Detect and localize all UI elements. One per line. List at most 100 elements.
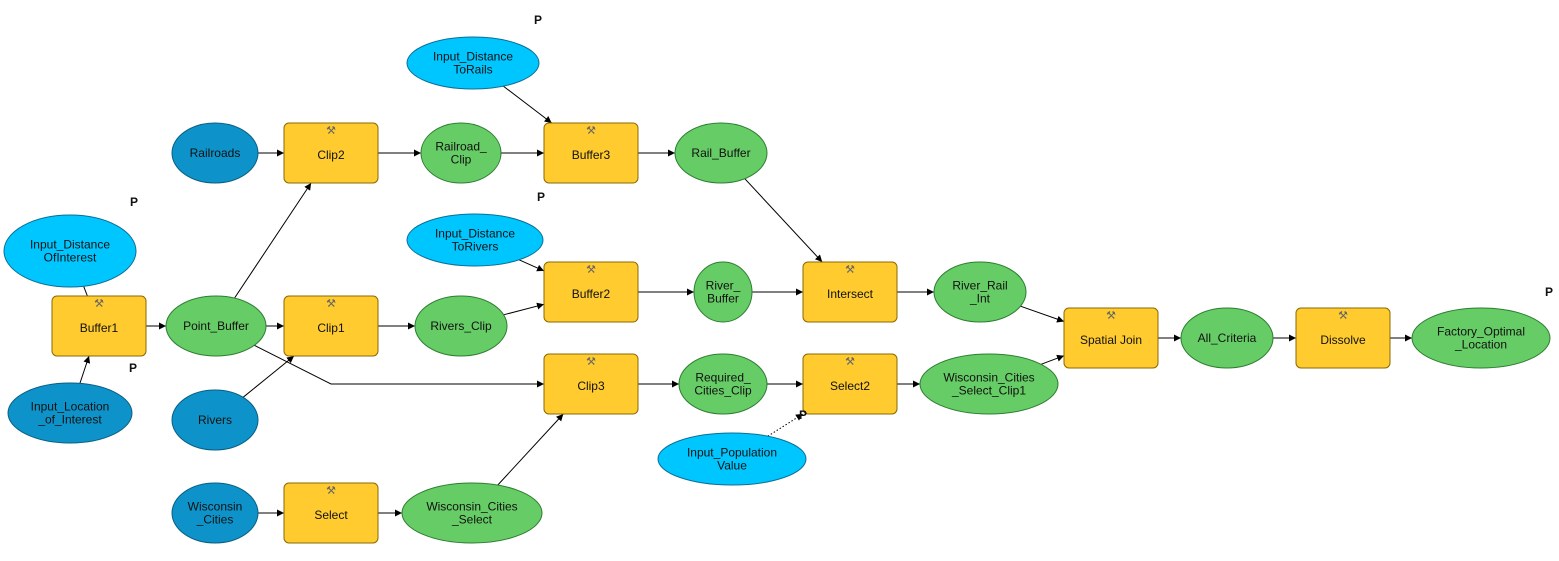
tool-node-buffer3[interactable]: ⚒Buffer3 <box>543 122 639 184</box>
data-node-wisconsin-cities[interactable]: Wisconsin_Cities <box>171 482 259 544</box>
data-node-wisconsin-cities-select[interactable]: Wisconsin_Cities_Select <box>401 482 543 544</box>
node-label: Clip <box>451 153 472 167</box>
connector-input-location-of-interest-to-buffer1[interactable] <box>79 355 91 384</box>
parameter-marker: P <box>129 361 137 375</box>
node-label: _Select_Clip1 <box>951 384 1026 398</box>
data-ellipse[interactable] <box>1180 307 1274 369</box>
data-ellipse[interactable] <box>401 482 543 544</box>
data-ellipse[interactable] <box>171 389 259 451</box>
tool-box[interactable] <box>1295 307 1391 369</box>
tool-box[interactable] <box>802 261 898 323</box>
tool-box[interactable] <box>802 353 898 415</box>
tool-node-clip3[interactable]: ⚒Clip3 <box>543 353 639 415</box>
node-label: ToRails <box>453 63 492 77</box>
parameter-marker: P <box>799 408 807 422</box>
data-node-factory-optimal-location[interactable]: Factory_Optimal_Location P <box>1411 285 1553 369</box>
connections-layer <box>79 85 1412 517</box>
data-ellipse[interactable] <box>165 295 267 357</box>
data-ellipse[interactable] <box>406 213 544 267</box>
data-ellipse[interactable] <box>678 353 768 415</box>
data-ellipse[interactable] <box>414 295 508 357</box>
connector-wisconsin-cities-select-clip1-to-spatial-join[interactable] <box>1040 354 1065 365</box>
node-label: Rivers_Clip <box>430 319 492 333</box>
tool-box[interactable] <box>283 482 379 544</box>
data-ellipse[interactable] <box>674 122 768 184</box>
data-node-rail-buffer[interactable]: Rail_Buffer <box>674 122 768 184</box>
tool-box[interactable] <box>283 122 379 184</box>
data-node-required-cities-clip[interactable]: Required_Cities_Clip <box>678 353 768 415</box>
node-label: Intersect <box>827 287 874 301</box>
data-node-all-criteria[interactable]: All_Criteria <box>1180 307 1274 369</box>
tool-box[interactable] <box>283 295 379 357</box>
data-node-rivers[interactable]: Rivers <box>171 389 259 451</box>
data-node-railroad-clip[interactable]: Railroad_Clip <box>420 122 502 184</box>
parameter-marker: P <box>1545 285 1553 299</box>
node-label: Input_Distance <box>30 238 110 252</box>
tool-node-dissolve[interactable]: ⚒Dissolve <box>1295 307 1391 369</box>
data-node-rivers-clip[interactable]: Rivers_Clip <box>414 295 508 357</box>
connector-rail-buffer-to-intersect[interactable] <box>744 178 823 263</box>
connector-point-buffer-to-clip2[interactable] <box>234 182 312 299</box>
node-label: _Int <box>969 292 991 306</box>
data-node-railroads[interactable]: Railroads <box>171 122 259 184</box>
data-ellipse[interactable] <box>693 261 753 323</box>
tool-box[interactable] <box>1063 307 1159 369</box>
tool-node-select[interactable]: ⚒Select <box>283 482 379 544</box>
hammer-icon: ⚒ <box>326 297 336 310</box>
node-label: Wisconsin_Cities <box>943 371 1034 385</box>
parameter-marker: P <box>537 190 545 204</box>
data-ellipse[interactable] <box>1411 307 1551 369</box>
data-ellipse[interactable] <box>933 261 1027 323</box>
tool-node-spatial-join[interactable]: ⚒ Spatial Join <box>1063 307 1159 369</box>
node-label: Factory_Optimal <box>1437 325 1525 339</box>
node-label: Input_Population <box>687 446 777 460</box>
node-label: OfInterest <box>44 251 97 265</box>
connector-input-population-value-to-select2[interactable] <box>767 413 804 437</box>
data-ellipse[interactable] <box>420 122 502 184</box>
connector-input-distance-torivers-to-buffer2[interactable] <box>518 259 545 272</box>
node-label: Buffer <box>707 292 739 306</box>
data-ellipse[interactable] <box>171 122 259 184</box>
connector-rivers-clip-to-buffer2[interactable] <box>503 302 545 316</box>
connector-point-buffer-to-clip3[interactable] <box>254 344 544 388</box>
hammer-icon: ⚒ <box>1106 309 1116 322</box>
data-ellipse[interactable] <box>7 382 133 444</box>
connector-input-distance-torails-to-buffer3[interactable] <box>502 85 553 124</box>
tool-node-clip1[interactable]: ⚒Clip1 <box>283 295 379 357</box>
data-node-wisconsin-cities-select-clip1[interactable]: Wisconsin_Cities_Select_Clip1 <box>919 353 1059 415</box>
data-node-river-buffer[interactable]: River_Buffer <box>693 261 753 323</box>
node-label: Input_Distance <box>433 50 513 64</box>
data-ellipse[interactable] <box>657 432 807 486</box>
connector-rivers-to-clip1[interactable] <box>242 355 295 398</box>
data-ellipse[interactable] <box>171 482 259 544</box>
node-label: Point_Buffer <box>183 319 249 333</box>
node-label: Spatial Join <box>1080 333 1142 347</box>
tool-node-clip2[interactable]: ⚒Clip2 <box>283 122 379 184</box>
data-ellipse[interactable] <box>406 36 540 90</box>
connector-input-distance-ofinterest-to-buffer1[interactable] <box>83 286 88 297</box>
node-label: Input_Distance <box>435 227 515 241</box>
data-node-river-rail-int[interactable]: River_Rail_Int <box>933 261 1027 323</box>
data-ellipse[interactable] <box>3 214 137 288</box>
tool-box[interactable] <box>543 353 639 415</box>
node-label: Railroads <box>190 146 241 160</box>
tool-box[interactable] <box>543 122 639 184</box>
tool-node-buffer1[interactable]: ⚒Buffer1 <box>51 295 147 357</box>
tool-box[interactable] <box>51 295 147 357</box>
connector-wisconsin-cities-select-to-clip3[interactable] <box>497 413 564 486</box>
tool-box[interactable] <box>543 261 639 323</box>
node-label: _Location <box>1454 338 1507 352</box>
data-node-point-buffer[interactable]: Point_Buffer <box>165 295 267 357</box>
connector-river-rail-int-to-spatial-join[interactable] <box>1020 305 1065 323</box>
data-ellipse[interactable] <box>919 353 1059 415</box>
tool-node-select2[interactable]: ⚒Select2 <box>802 353 898 415</box>
node-label: ToRivers <box>452 240 499 254</box>
tool-node-intersect[interactable]: ⚒Intersect <box>802 261 898 323</box>
tool-node-buffer2[interactable]: ⚒Buffer2 <box>543 261 639 323</box>
